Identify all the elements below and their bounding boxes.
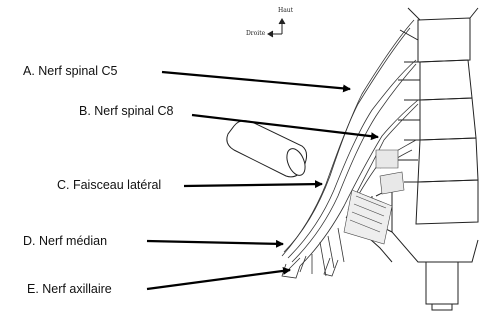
orientation-arrows-icon: [268, 19, 285, 37]
label-c-faisceau-lateral: C. Faisceau latéral: [57, 178, 161, 192]
arrow-e: [147, 270, 290, 289]
orientation-side-label: Droite: [246, 30, 265, 37]
label-e-nerf-axillaire: E. Nerf axillaire: [27, 282, 112, 296]
arrow-a: [162, 72, 350, 89]
label-b-nerf-spinal-c8: B. Nerf spinal C8: [79, 104, 173, 118]
orientation-up-label: Haut: [278, 7, 293, 14]
vertebral-column: [396, 8, 478, 224]
vessel-region: [344, 150, 404, 244]
clavicle-fragment: [227, 121, 309, 178]
arrow-d: [147, 241, 283, 244]
arrow-c: [184, 184, 322, 186]
label-a-nerf-spinal-c5: A. Nerf spinal C5: [23, 64, 117, 78]
label-d-nerf-median: D. Nerf médian: [23, 234, 107, 248]
arrow-b: [192, 115, 378, 137]
